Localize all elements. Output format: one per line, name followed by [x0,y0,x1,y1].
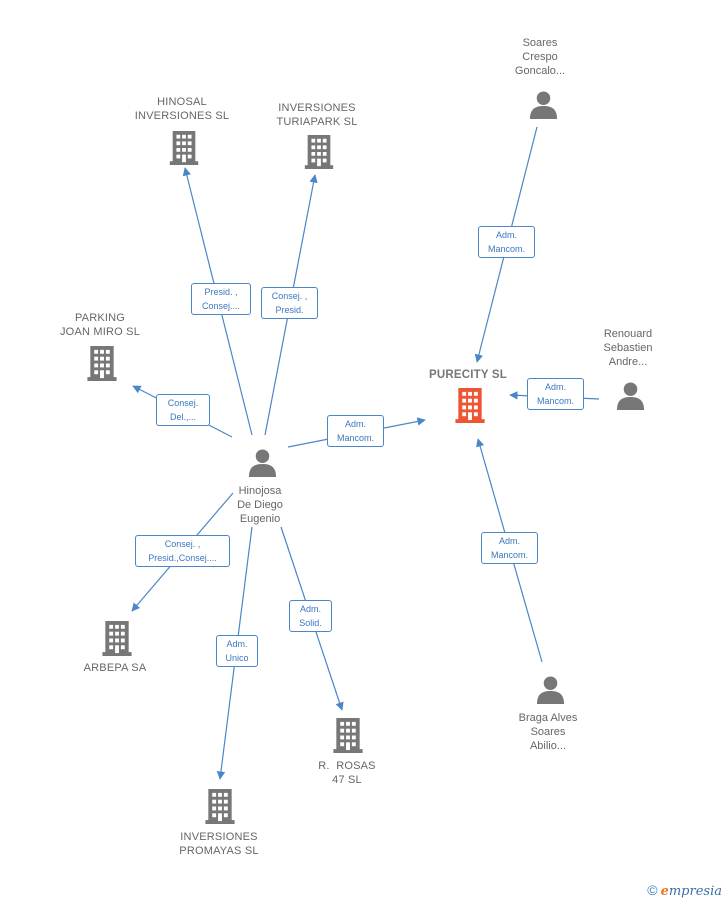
label-line: Soares [522,37,558,49]
node-label-rosas[interactable]: R. ROSAS 47 SL [287,759,407,787]
role-line: Presid. , [204,287,238,297]
edge-label-arbepa[interactable]: Consej. , Presid.,Consej.... [135,535,230,567]
label-line: Sebastien [603,342,653,354]
role-line: Adm. [344,419,366,429]
person-icon-hinojosa[interactable] [248,449,277,477]
role-line: Adm. [495,230,517,240]
label-line: R. ROSAS [318,760,376,772]
role-line: Consej.... [201,301,241,311]
label-line: Soares [530,726,566,738]
brand-name: empresia [661,884,722,899]
person-icon-braga[interactable] [536,676,565,704]
node-label-hinosal[interactable]: HINOSAL INVERSIONES SL [122,95,242,123]
label-line: PARKING [74,312,126,324]
label-line: TURIAPARK SL [276,116,358,128]
building-icon-rosas[interactable] [333,718,363,753]
role-line: Consej. [167,398,199,408]
copyright-icon: © [647,882,658,898]
label-line: De Diego [237,499,283,511]
node-label-purecity[interactable]: PURECITY SL [408,368,528,382]
role-line: Mancom. [336,433,374,443]
label-line: Goncalo... [514,65,566,77]
role-line: Consej. , [271,291,308,301]
role-line: Adm. [299,604,321,614]
label-line: 47 SL [332,774,362,786]
brand-rest: mpresia [668,884,722,899]
label-line: HINOSAL [157,96,207,108]
person-icon-soares[interactable] [529,91,558,119]
node-label-arbepa[interactable]: ARBEPA SA [55,661,175,675]
building-icon-promayas[interactable] [205,789,235,824]
role-line: Presid. [275,305,304,315]
label-line: Hinojosa [238,485,282,497]
edge-label-purecity[interactable]: Adm. Mancom. [327,415,384,447]
label-line: Crespo [522,51,558,63]
building-icon-hinosal[interactable] [169,131,199,165]
node-label-soares[interactable]: Soares Crespo Goncalo... [480,36,600,78]
label-line: Andre... [608,356,648,368]
edge-label-promayas[interactable]: Adm. Unico [216,635,258,667]
role-line: Adm. [498,536,520,546]
empresia-logo: ©empresia [647,882,722,899]
node-label-renouard[interactable]: Renouard Sebastien Andre... [568,327,688,369]
label-line: INVERSIONES [278,102,356,114]
edge-label-renouard[interactable]: Adm. Mancom. [527,378,584,410]
edge-label-parking[interactable]: Consej. Del.,... [156,394,210,426]
node-label-braga[interactable]: Braga Alves Soares Abilio... [488,711,608,753]
role-line: Del.,... [169,412,196,422]
brand-initial: e [660,884,669,899]
role-line: Solid. [299,618,322,628]
edge-label-braga[interactable]: Adm. Mancom. [481,532,538,564]
node-label-turiapark[interactable]: INVERSIONES TURIAPARK SL [257,101,377,129]
label-line: Braga Alves [518,712,578,724]
label-line: INVERSIONES [180,831,258,843]
label-line: ARBEPA SA [83,662,147,674]
node-label-parking[interactable]: PARKING JOAN MIRO SL [40,311,160,339]
label-line: INVERSIONES SL [134,110,230,122]
role-line: Mancom. [487,244,525,254]
building-icon-purecity[interactable] [455,388,485,423]
label-line: JOAN MIRO SL [59,326,141,338]
role-line: Adm. [544,382,566,392]
building-icon-turiapark[interactable] [304,135,334,169]
role-line: Presid.,Consej.... [148,553,217,563]
edge-label-hinosal[interactable]: Presid. , Consej.... [191,283,251,315]
role-line: Unico [225,653,249,663]
label-line: PURECITY SL [428,369,508,381]
edge-label-rosas[interactable]: Adm. Solid. [289,600,332,632]
building-icon-parking[interactable] [87,346,117,381]
role-line: Adm. [226,639,248,649]
node-label-promayas[interactable]: INVERSIONES PROMAYAS SL [159,830,279,858]
label-line: PROMAYAS SL [179,845,259,857]
role-line: Mancom. [536,396,574,406]
label-line: Abilio... [529,740,567,752]
node-label-hinojosa[interactable]: Hinojosa De Diego Eugenio [200,484,320,526]
person-icon-renouard[interactable] [616,382,645,410]
edge-label-turiapark[interactable]: Consej. , Presid. [261,287,318,319]
edges [131,126,600,780]
building-icon-arbepa[interactable] [102,621,132,656]
role-line: Consej. , [164,539,201,549]
role-line: Mancom. [490,550,528,560]
edge-label-soares[interactable]: Adm. Mancom. [478,226,535,258]
label-line: Renouard [603,328,653,340]
label-line: Eugenio [239,513,281,525]
